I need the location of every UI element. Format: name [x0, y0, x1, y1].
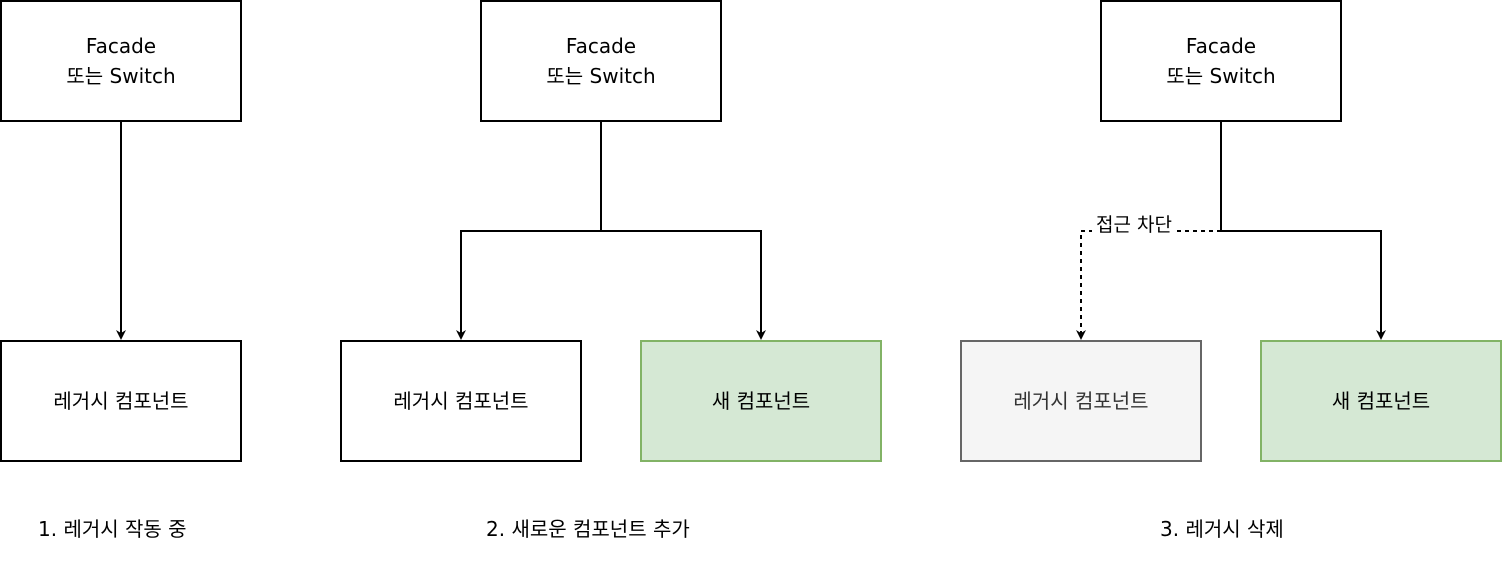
- facade-switch-box: Facade 또는 Switch: [1100, 0, 1342, 122]
- edge-blocked-to-legacy: [1076, 230, 1221, 340]
- legacy-component-label: 레거시 컴포넌트: [1013, 389, 1149, 413]
- panel-caption: 1. 레거시 작동 중: [38, 517, 187, 541]
- panel-caption: 3. 레거시 삭제: [1160, 517, 1284, 541]
- facade-label: Facade: [1185, 34, 1257, 58]
- switch-label: 또는 Switch: [1166, 64, 1276, 88]
- facade-label: Facade: [85, 34, 157, 58]
- legacy-component-box: 레거시 컴포넌트: [0, 340, 242, 462]
- facade-label: Facade: [565, 34, 637, 58]
- legacy-component-box: 레거시 컴포넌트: [340, 340, 582, 462]
- panel-caption: 2. 새로운 컴포넌트 추가: [486, 517, 690, 541]
- new-component-label: 새 컴포넌트: [1331, 389, 1431, 413]
- facade-switch-box: Facade 또는 Switch: [0, 0, 242, 122]
- edge-facade-to-new: [1220, 121, 1386, 340]
- legacy-component-label: 레거시 컴포넌트: [53, 389, 189, 413]
- new-component-label: 새 컴포넌트: [711, 389, 811, 413]
- switch-label: 또는 Switch: [546, 64, 656, 88]
- legacy-component-label: 레거시 컴포넌트: [393, 389, 529, 413]
- switch-label: 또는 Switch: [66, 64, 176, 88]
- facade-switch-box: Facade 또는 Switch: [480, 0, 722, 122]
- new-component-box: 새 컴포넌트: [640, 340, 882, 462]
- edge-facade-to-legacy: [456, 121, 602, 340]
- legacy-component-box: 레거시 컴포넌트: [960, 340, 1202, 462]
- new-component-box: 새 컴포넌트: [1260, 340, 1502, 462]
- edge-facade-to-new: [601, 230, 766, 340]
- access-blocked-label: 접근 차단: [1092, 212, 1176, 238]
